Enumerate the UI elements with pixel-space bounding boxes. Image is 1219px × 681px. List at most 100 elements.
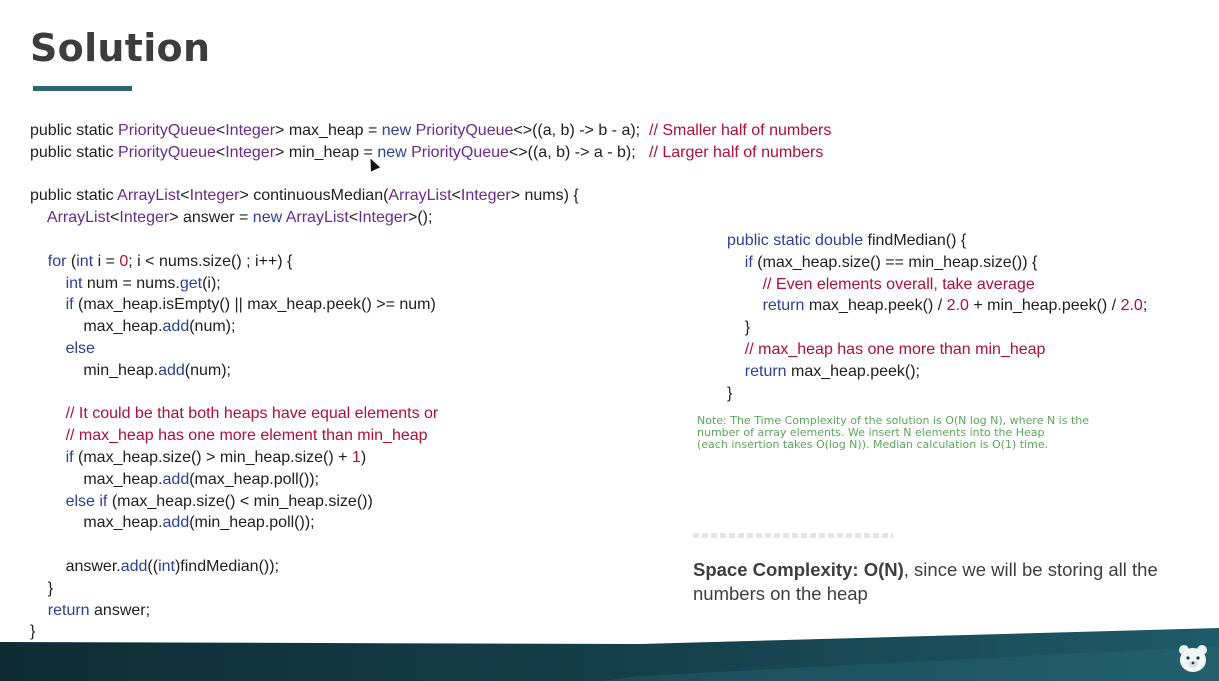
code-line: for (int i = 0; i < nums.size() ; i++) { [30,251,831,273]
code-line: return answer; [30,600,831,622]
code-line: if (max_heap.isEmpty() || max_heap.peek(… [30,294,831,316]
code-token: Integer [225,122,276,139]
code-token: add [162,470,190,488]
code-line [30,164,831,186]
code-line: // Even elements overall, take average [727,274,1147,296]
code-token [30,253,48,270]
code-token: (max_heap.size() == min_heap.size()) { [757,253,1038,271]
code-token: int [158,557,175,575]
code-token [30,602,48,619]
code-token: <>((a, b) -> b - a); [513,122,650,139]
code-line: ArrayList<Integer> answer = new ArrayLis… [30,207,831,229]
code-token: PriorityQueue [118,143,216,161]
code-token: ArrayList [46,209,111,227]
code-token [727,254,745,271]
code-token: public static double [727,232,868,249]
code-token: // It could be that both heaps have equa… [65,405,439,423]
code-token: min_heap. [30,361,159,379]
code-token: return [762,297,809,315]
code-line: } [727,383,1147,405]
code-token: } [727,319,751,337]
code-line: else if (max_heap.size() < min_heap.size… [30,491,831,513]
code-token: Integer [358,209,408,227]
code-token [30,296,66,313]
code-token: num = nums. [86,274,180,292]
code-token [727,363,745,380]
code-token: (max_heap.size() < min_heap.size()) [111,492,373,510]
code-token: 2.0 [946,297,969,315]
code-line: max_heap.add(min_heap.poll()); [30,512,831,534]
slide-title: Solution [30,26,211,70]
code-token: max_heap. [30,470,163,488]
code-token: < [348,209,359,227]
code-token: new [377,143,412,161]
code-token: < [451,187,461,205]
code-line: } [30,621,831,643]
code-line: public static ArrayList<Integer> continu… [30,185,831,207]
code-token: > answer = [169,209,253,227]
code-token: // Smaller half of numbers [649,122,832,139]
code-token: answer. [30,557,121,575]
code-token: return [744,362,792,380]
code-line: } [30,578,831,600]
code-token: add [162,514,190,532]
code-token: 2.0 [1120,297,1143,315]
space-complexity-value: O(N) [863,559,904,580]
code-token [727,341,745,358]
space-complexity-explanation: , since we will be storing all the numbe… [693,559,1158,604]
code-token [727,297,763,314]
code-token: (( [147,557,159,575]
code-token [30,449,66,466]
code-token: > continuousMedian( [239,187,389,205]
code-token: <>((a, b) -> a - b); [508,143,649,161]
code-line: if (max_heap.size() == min_heap.size()) … [727,252,1147,274]
code-token: else if [65,492,112,510]
code-block-main: public static PriorityQueue<Integer> max… [30,120,831,643]
code-token: return [47,601,95,619]
code-line: return max_heap.peek() / 2.0 + min_heap.… [727,295,1148,317]
code-token: i = [97,252,120,270]
code-line: return max_heap.peek(); [727,361,1147,383]
code-token: (max_heap.size() > min_heap.size() + [78,448,352,466]
code-token: ArrayList [117,187,181,205]
code-line: } [727,317,1147,339]
code-token: findMedian() { [867,232,967,249]
code-token [30,427,66,444]
code-token: ; i < nums.size() ; i++) { [128,252,293,270]
code-token: } [30,579,54,597]
code-token: add [162,318,190,336]
code-token: < [110,209,120,227]
code-token: int [76,252,98,270]
code-token: Integer [460,187,511,205]
code-token: max_heap. [30,318,163,336]
code-line [30,382,831,404]
time-complexity-note: Note: The Time Complexity of the solutio… [697,414,1090,451]
code-token [30,405,66,422]
code-line: min_heap.add(num); [30,360,831,382]
code-line: public static PriorityQueue<Integer> min… [30,142,831,164]
code-token: ) [360,448,367,466]
code-token: // max_heap has one more element than mi… [65,427,428,445]
code-token: ArrayList [285,209,349,227]
code-token: for [47,252,71,270]
code-token [30,209,47,226]
code-token: < [215,122,226,139]
space-complexity-label: Space Complexity [693,559,853,580]
code-token: // Larger half of numbers [649,143,824,161]
code-token [30,275,66,292]
code-token: new [252,209,286,227]
code-token: (num); [189,318,236,336]
code-token: + min_heap.peek() / [968,297,1121,315]
title-underline [33,86,132,91]
code-token: >(); [408,209,433,227]
code-token: max_heap.peek(); [791,362,920,380]
code-token: ArrayList [388,187,452,205]
code-line: // max_heap has one more than min_heap [727,339,1147,361]
code-line: max_heap.add(num); [30,316,831,338]
code-token: Integer [189,187,240,205]
code-token: (i); [202,274,221,292]
code-token [727,276,763,293]
code-token: > min_heap = [275,143,378,161]
code-token: if [65,296,79,314]
code-line: public static double findMedian() { [727,230,1147,252]
